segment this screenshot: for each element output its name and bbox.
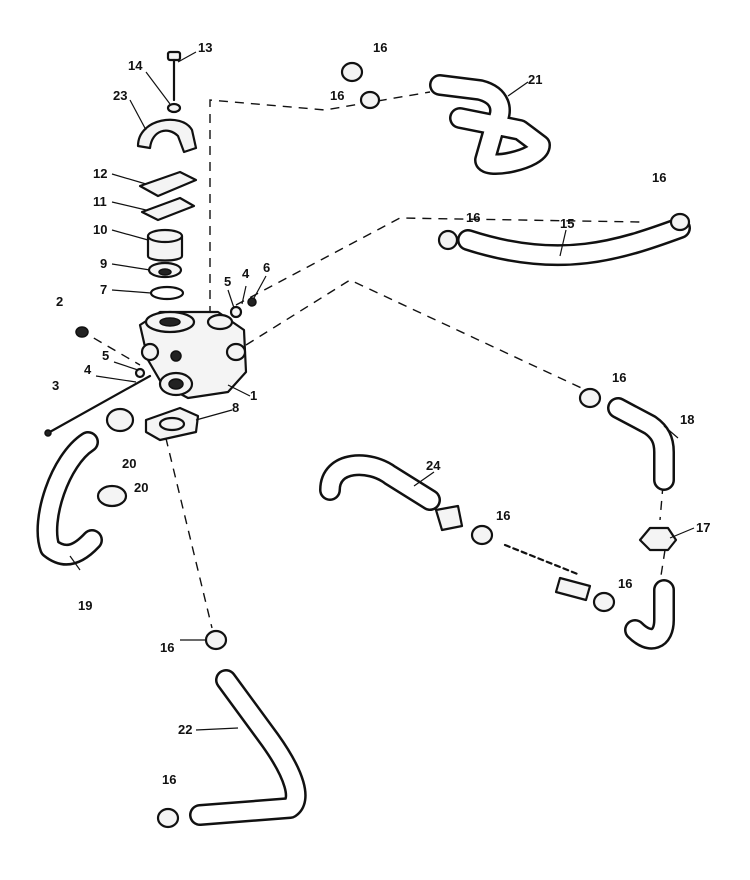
- fitting-left: [134, 367, 146, 379]
- callout-13: 13: [198, 40, 212, 55]
- callout-16e: 16: [612, 370, 626, 385]
- callout-16f: 16: [496, 508, 510, 523]
- gasket-hole: [158, 416, 186, 432]
- hose-clamps: [96, 61, 691, 829]
- callout-labels: 1 2 3 4 4 5 5 6 7 8 9 10 11 12 13 14 15 …: [52, 40, 710, 787]
- callout-8: 8: [232, 400, 239, 415]
- callout-3: 3: [52, 378, 59, 393]
- drain-rod: [46, 374, 152, 435]
- pipe-plug: [75, 326, 89, 338]
- callout-2: 2: [56, 294, 63, 309]
- leader-lines: [69, 51, 695, 731]
- outlet-gasket: [144, 406, 200, 442]
- rod-tip: [44, 429, 52, 437]
- callout-16g: 16: [618, 576, 632, 591]
- sleeve-rim: [146, 228, 184, 244]
- callout-4a: 4: [84, 362, 92, 377]
- clamp-c: [437, 229, 459, 251]
- clamp-k: [156, 807, 180, 829]
- callout-10: 10: [93, 222, 107, 237]
- lock-washer: [166, 102, 182, 114]
- housing-gasket: [140, 196, 196, 222]
- callout-18: 18: [680, 412, 694, 427]
- bolt-head: [166, 50, 182, 62]
- callout-20b: 20: [134, 480, 148, 495]
- callout-14: 14: [128, 58, 143, 73]
- callout-4b: 4: [242, 266, 250, 281]
- callout-5b: 5: [102, 348, 109, 363]
- reducer-fitting: [434, 504, 592, 602]
- hose-bracket: [638, 526, 678, 552]
- thermostat-stack: [136, 50, 198, 301]
- hose-clamp-bracket: [136, 118, 198, 154]
- callout-16b: 16: [330, 88, 344, 103]
- clamp-i: [592, 591, 616, 613]
- clamp-e: [578, 387, 602, 409]
- callout-16d: 16: [652, 170, 666, 185]
- clamp-b: [359, 90, 381, 110]
- plug-right: [247, 297, 257, 307]
- callout-9: 9: [100, 256, 107, 271]
- callout-21: 21: [528, 72, 542, 87]
- callout-11: 11: [93, 194, 107, 209]
- cover-gasket: [138, 170, 198, 198]
- callout-16a: 16: [373, 40, 387, 55]
- callout-16c: 16: [466, 210, 480, 225]
- o-ring: [149, 285, 185, 301]
- callout-5a: 5: [224, 274, 231, 289]
- callout-15: 15: [560, 216, 574, 231]
- callout-7: 7: [100, 282, 107, 297]
- callout-24: 24: [426, 458, 441, 473]
- callout-6: 6: [263, 260, 270, 275]
- clamp-f: [105, 407, 135, 433]
- callout-16h: 16: [160, 640, 174, 655]
- clamp-a: [340, 61, 364, 83]
- callout-12: 12: [93, 166, 107, 181]
- callout-20a: 20: [122, 456, 136, 471]
- clamp-d: [669, 212, 691, 232]
- thermostat-core: [158, 268, 172, 276]
- clamp-g: [96, 484, 128, 508]
- callout-1: 1: [250, 388, 257, 403]
- fitting-right: [229, 305, 243, 319]
- callout-16i: 16: [162, 772, 176, 787]
- callout-19: 19: [78, 598, 92, 613]
- clamp-j: [204, 629, 228, 651]
- callout-22: 22: [178, 722, 192, 737]
- callout-23: 23: [113, 88, 127, 103]
- hoses: [36, 74, 691, 826]
- fittings: [44, 297, 257, 442]
- thermostat-housing: [138, 310, 248, 400]
- clamp-h: [470, 524, 494, 546]
- callout-17: 17: [696, 520, 710, 535]
